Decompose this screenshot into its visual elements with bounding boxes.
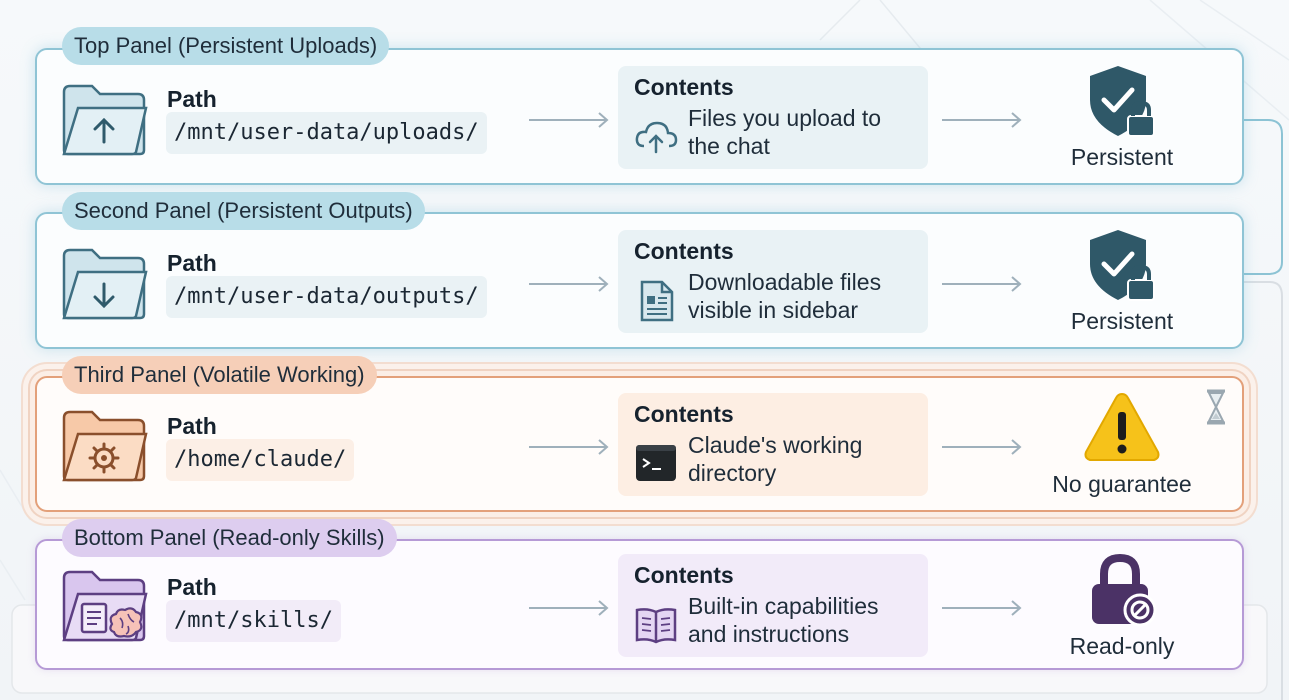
path-label: Path [167, 574, 217, 600]
contents-text: Built-in capabilities and instructions [688, 593, 879, 647]
terminal-icon [636, 445, 676, 481]
contents-title: Contents [634, 401, 734, 427]
contents-text: Claude's working directory [688, 432, 863, 486]
contents-title: Contents [634, 238, 734, 264]
status-label: Persistent [1070, 308, 1174, 334]
panel-badge: Second Panel (Persistent Outputs) [62, 192, 425, 230]
arrow-icon [529, 276, 609, 292]
cloud-upload-icon [635, 121, 678, 154]
status-label: Persistent [1070, 144, 1174, 170]
contents-title: Contents [634, 562, 734, 588]
panel-badge: Bottom Panel (Read-only Skills) [62, 519, 397, 557]
path-label: Path [167, 86, 217, 112]
contents-text: Downloadable files visible in sidebar [688, 269, 882, 323]
status-label: No guarantee [1052, 471, 1192, 497]
folder-download-icon [62, 248, 148, 320]
document-icon [640, 280, 674, 322]
arrow-icon [529, 112, 609, 128]
arrow-icon [529, 439, 609, 455]
open-book-icon [635, 608, 677, 644]
contents-box: Contents Claude's working directory [618, 393, 928, 496]
path-value: /home/claude/ [166, 439, 355, 481]
folder-gear-icon [62, 410, 148, 482]
contents-title: Contents [634, 74, 734, 100]
status-label: Read-only [1069, 633, 1175, 659]
path-label: Path [167, 413, 217, 439]
path-value: /mnt/skills/ [166, 600, 341, 642]
arrow-icon [942, 439, 1022, 455]
warning-triangle-icon [1084, 392, 1160, 461]
contents-text: Files you upload to the chat [688, 105, 882, 159]
arrow-icon [942, 112, 1022, 128]
shield-check-lock-icon [1090, 66, 1155, 137]
path-label: Path [167, 250, 217, 276]
path-value: /mnt/user-data/uploads/ [166, 112, 487, 154]
panel-badge: Third Panel (Volatile Working) [62, 356, 377, 394]
folder-upload-icon [62, 84, 148, 156]
contents-box: Contents Downloadable files visible in s… [618, 230, 928, 333]
path-value: /mnt/user-data/outputs/ [166, 276, 487, 318]
shield-check-lock-icon [1090, 230, 1155, 301]
hourglass-icon [1207, 389, 1225, 425]
lock-blocked-icon [1092, 553, 1157, 627]
folder-brain-icon [62, 570, 148, 642]
arrow-icon [529, 600, 609, 616]
arrow-icon [942, 600, 1022, 616]
arrow-icon [942, 276, 1022, 292]
contents-box: Contents Built-in capabilities and instr… [618, 554, 928, 657]
panel-badge: Top Panel (Persistent Uploads) [62, 27, 390, 65]
contents-box: Contents Files you upload to the chat [618, 66, 928, 169]
